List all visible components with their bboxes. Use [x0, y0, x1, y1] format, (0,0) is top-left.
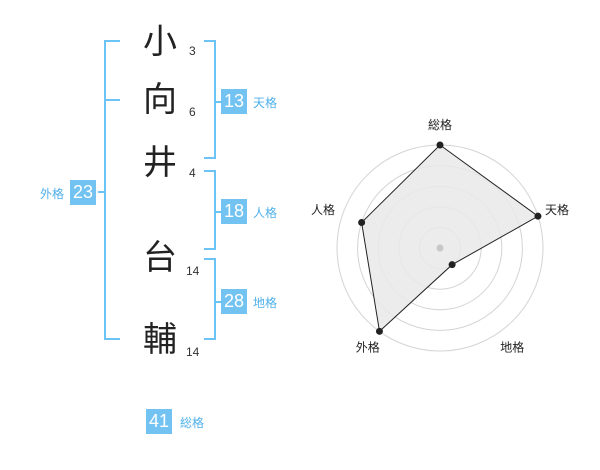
- gaikaku-connector: [98, 191, 106, 193]
- chikaku-connector: [214, 301, 221, 303]
- radar-point-4: [375, 327, 383, 335]
- name-char-5: 輔: [143, 320, 177, 360]
- tenkaku-value: 13: [221, 89, 247, 114]
- jinkaku-bracket: [204, 170, 216, 250]
- name-char-1: 小: [143, 22, 177, 62]
- radar-axis-label-3: 地格: [500, 340, 524, 355]
- stroke-count-5: 14: [186, 345, 200, 359]
- tenkaku-label: 天格: [253, 96, 278, 110]
- radar-point-2: [534, 212, 542, 220]
- soukaku-label: 総格: [180, 416, 205, 430]
- radar-axis-label-2: 天格: [545, 202, 569, 217]
- radar-center-dot: [436, 244, 444, 252]
- name-char-4: 台: [143, 238, 177, 278]
- jinkaku-connector: [214, 211, 221, 213]
- gaikaku-value: 23: [70, 180, 96, 205]
- radar-axis-label-5: 人格: [311, 202, 335, 217]
- chikaku-value: 28: [221, 289, 247, 314]
- radar-axis-label-4: 外格: [356, 340, 380, 355]
- soukaku-value: 41: [146, 409, 172, 434]
- gaikaku-bracket: [104, 40, 120, 340]
- stroke-count-1: 3: [189, 44, 196, 58]
- radar-area: [361, 144, 539, 333]
- bracket-divider: [104, 99, 120, 101]
- radar-point-3: [448, 261, 456, 269]
- radar-axis-label-1: 総格: [428, 117, 452, 132]
- name-char-2: 向: [143, 80, 177, 120]
- tenkaku-connector: [214, 101, 221, 103]
- stroke-count-3: 4: [189, 166, 196, 180]
- chikaku-label: 地格: [253, 296, 278, 310]
- jinkaku-value: 18: [221, 199, 247, 224]
- chikaku-bracket: [204, 258, 216, 340]
- stroke-count-2: 6: [189, 105, 196, 119]
- radar-point-5: [358, 219, 366, 227]
- tenkaku-bracket: [204, 40, 216, 159]
- jinkaku-label: 人格: [253, 206, 278, 220]
- name-char-3: 井: [143, 143, 177, 183]
- stroke-count-4: 14: [186, 264, 200, 278]
- radar-point-1: [436, 141, 444, 149]
- gaikaku-label: 外格: [40, 187, 65, 201]
